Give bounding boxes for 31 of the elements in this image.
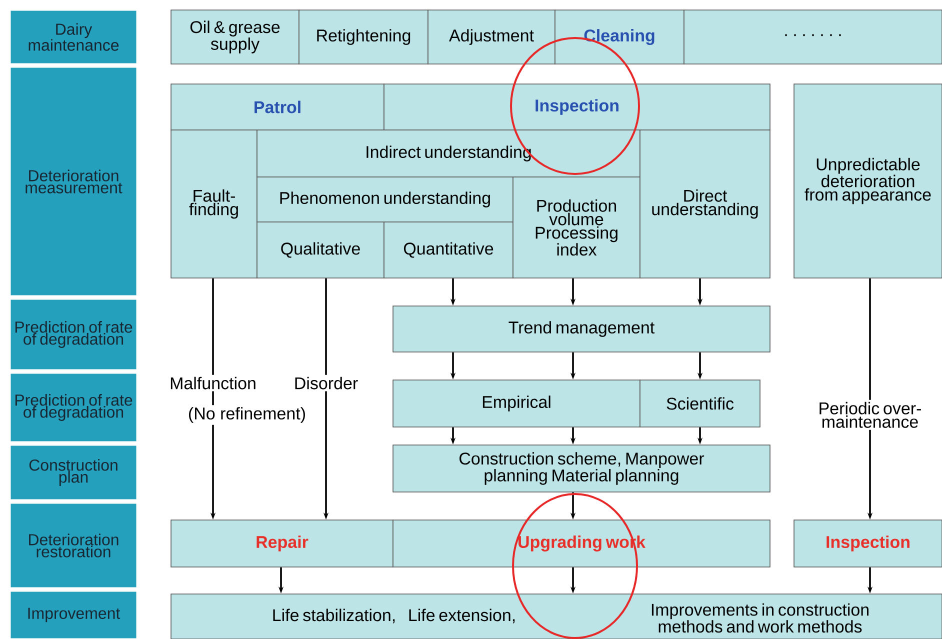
process-box: Indirect understanding [256, 130, 640, 178]
process-box: Phenomenon understanding [256, 176, 514, 222]
process-box: Qualitative [256, 222, 384, 278]
process-box: · · · · · · · [684, 10, 942, 64]
process-box: Retightening [298, 10, 428, 64]
process-box: Fault-finding [170, 130, 258, 278]
process-box: Adjustment [428, 10, 556, 64]
row-header: Deterioration restoration [9, 502, 138, 589]
process-box: Construction scheme, Manpower planning Material planning [392, 444, 770, 492]
edge-label: Malfunction [170, 376, 256, 390]
row-header: Dairy maintenance [9, 9, 138, 65]
edge-label: Periodic over-maintenance [820, 402, 921, 428]
process-box: Cleaning [554, 10, 684, 64]
process-box: Scientific [640, 380, 760, 428]
process-box: Life stabilization, Life extension, Improvements in construction methods and work methods [170, 594, 942, 639]
process-box: Patrol [170, 84, 384, 130]
process-box: Trend management [392, 306, 770, 352]
process-box: Oil & grease supply [170, 10, 300, 64]
row-header: Improvement [9, 590, 138, 639]
edge-label: Disorder [295, 376, 358, 390]
row-header: Construction plan [9, 444, 138, 501]
note-text: (No refinement) [189, 407, 305, 423]
process-box: Production volume Processing index [512, 176, 640, 278]
process-box: Inspection [794, 520, 942, 568]
process-box: Repair [170, 520, 394, 568]
process-box: Inspection [384, 84, 770, 130]
row-header: Prediction of rate of degradation [9, 372, 138, 443]
process-box: Quantitative [384, 222, 514, 278]
process-box: Direct understanding [640, 130, 770, 278]
process-box: Unpredictable deterioration from appearance [794, 84, 942, 278]
row-header: Prediction of rate of degradation [9, 298, 138, 371]
